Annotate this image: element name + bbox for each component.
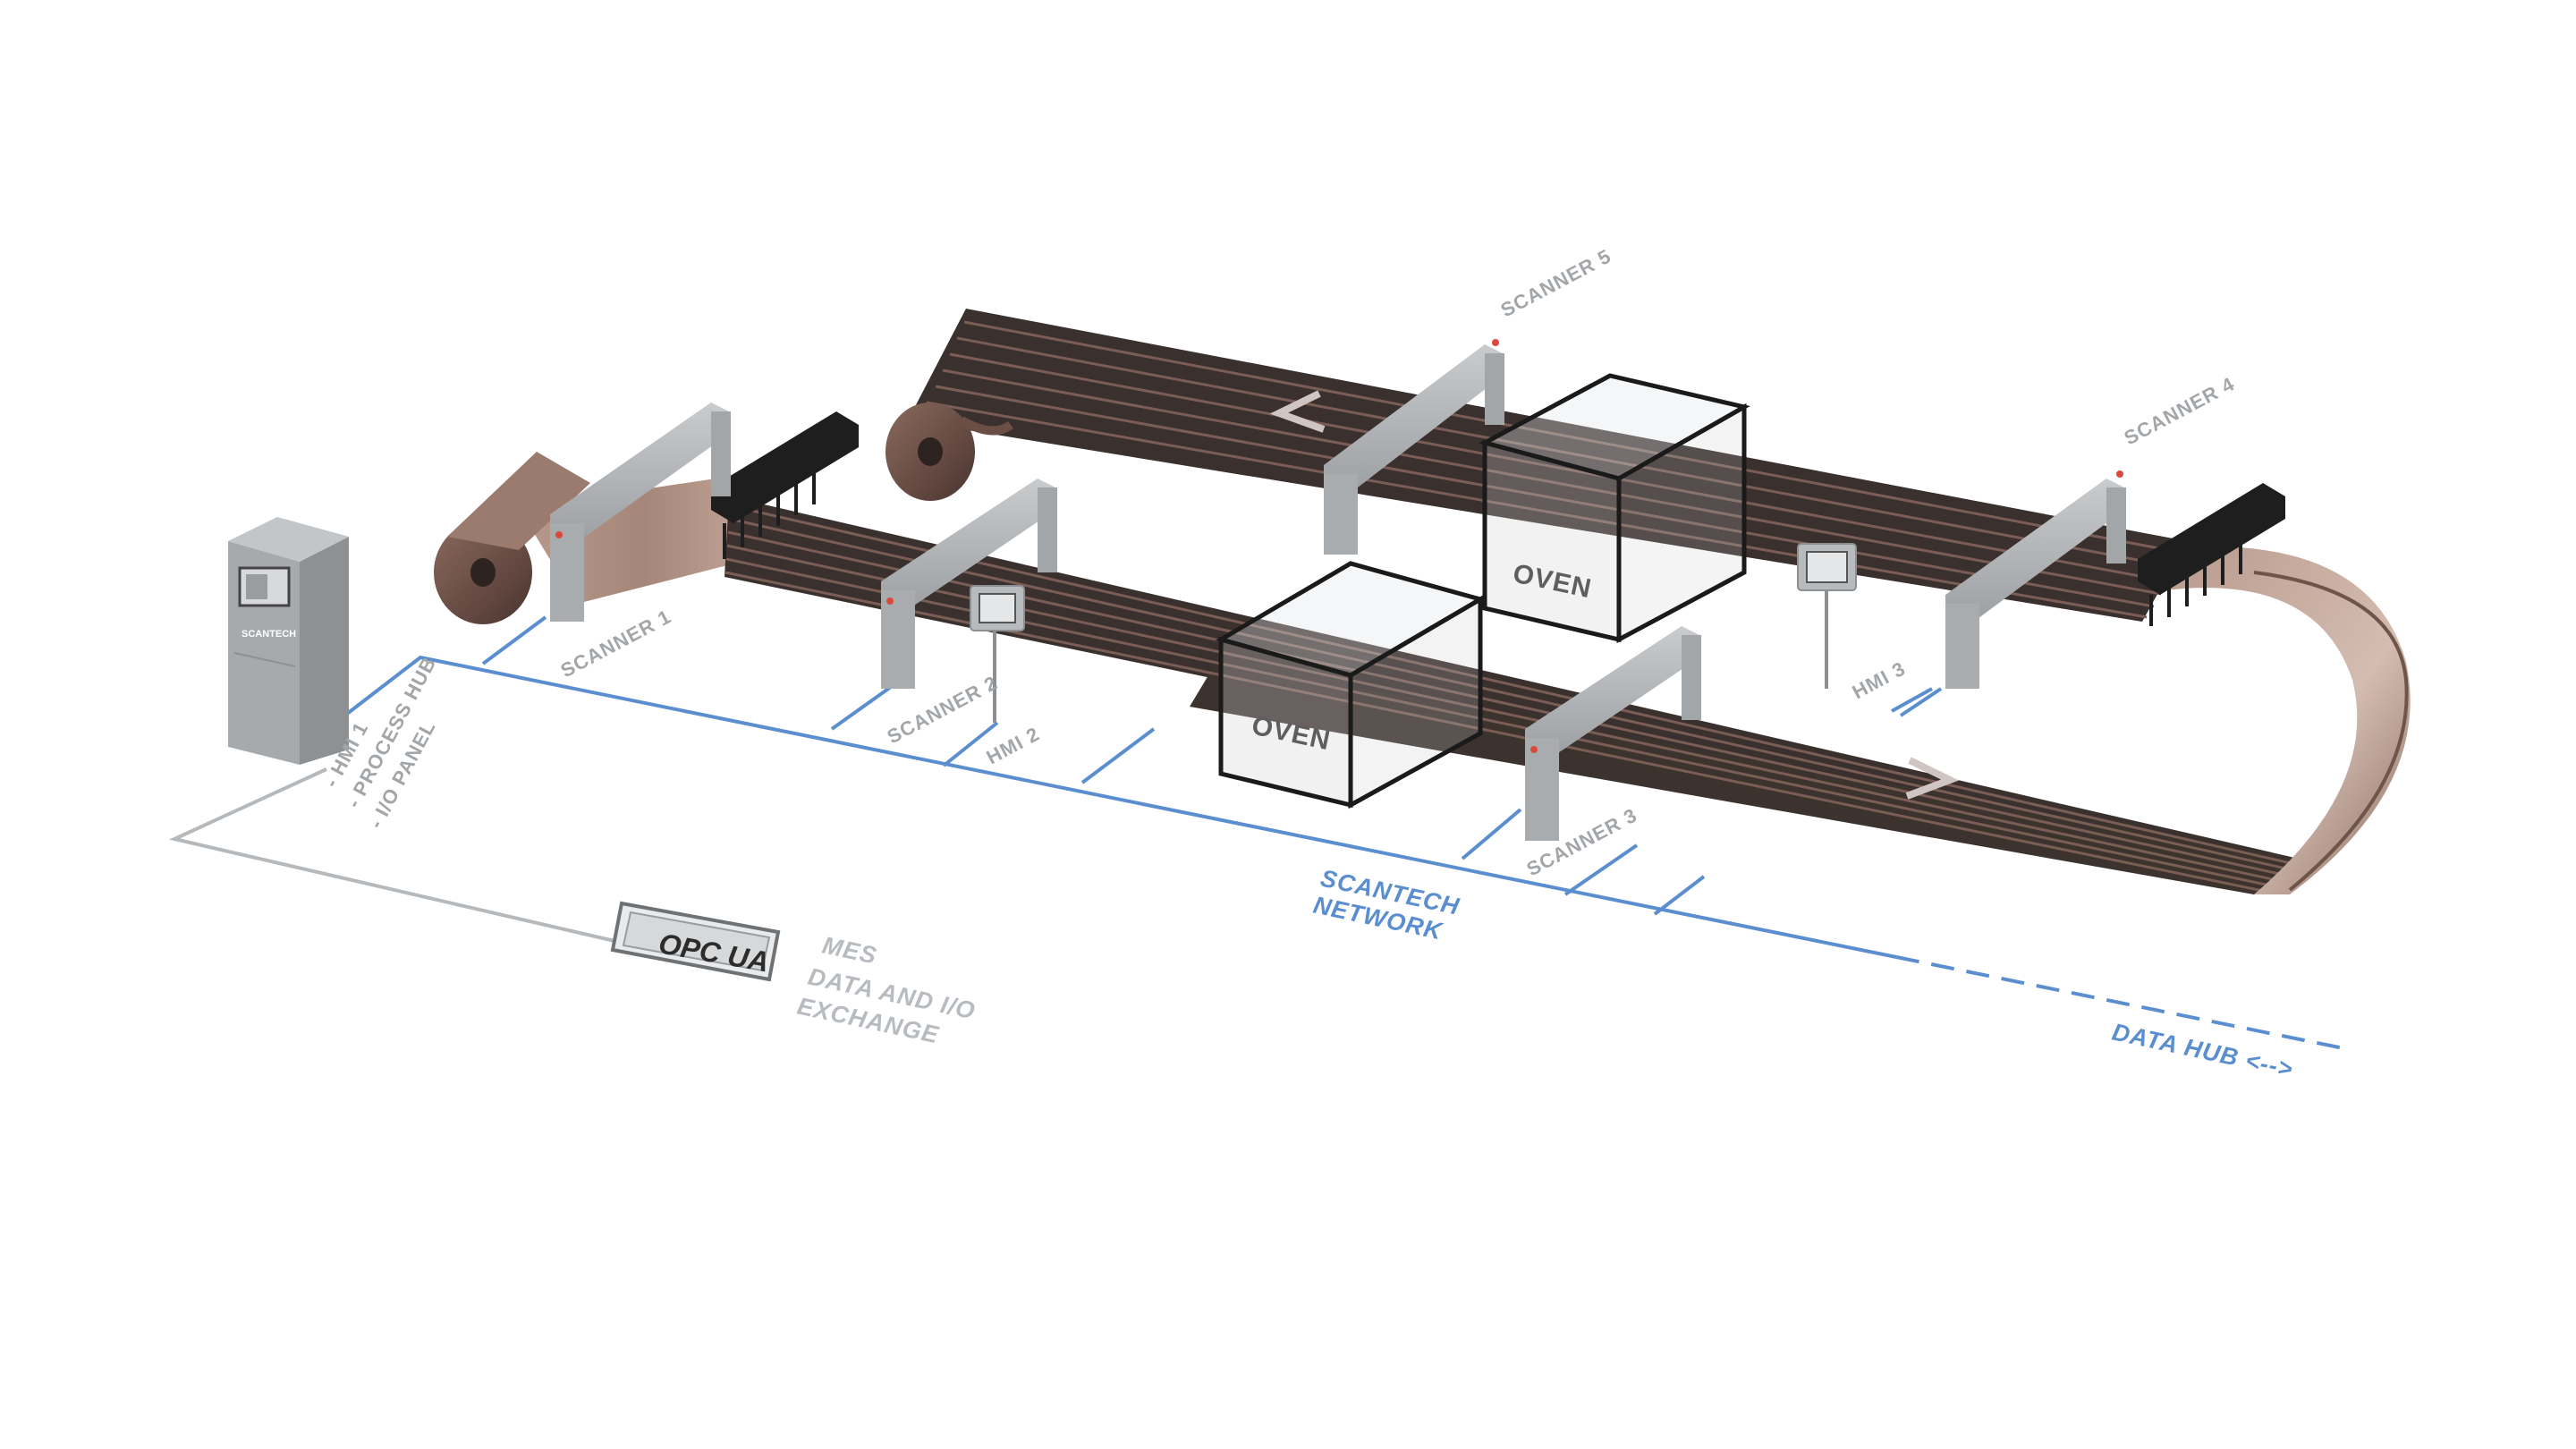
opc-ua-badge: OPC UA xyxy=(610,901,781,982)
hmi-3-label: HMI 3 xyxy=(1849,657,1910,703)
scanner-4-label: SCANNER 4 xyxy=(2121,372,2239,449)
lower-roll xyxy=(434,452,590,624)
mes-label: MES DATA AND I/O EXCHANGE xyxy=(795,932,979,1049)
network-label: SCANTECH NETWORK xyxy=(1311,865,1462,945)
hmi-3 xyxy=(1797,543,1857,689)
upper-roll xyxy=(886,402,1013,501)
mes-line-1: MES xyxy=(820,932,879,970)
chevron-right-icon xyxy=(1905,757,1960,800)
lower-web xyxy=(519,476,2299,894)
scantech-network-lines xyxy=(345,615,2344,1050)
oven-front: OVEN xyxy=(1215,561,1487,809)
upper-web xyxy=(908,309,2187,622)
process-hub-cabinet: SCANTECH xyxy=(228,517,349,765)
cabinet-brand-label: SCANTECH xyxy=(242,629,296,640)
scanner-2 xyxy=(881,479,1057,689)
oven-back: OVEN xyxy=(1479,373,1750,644)
opc-link-line xyxy=(168,767,627,945)
chevron-left-icon xyxy=(1269,390,1326,433)
scanner-5 xyxy=(1324,339,1504,555)
data-hub-label: DATA HUB <--> xyxy=(2110,1019,2296,1083)
scanner-4 xyxy=(1945,470,2126,689)
hmi-2 xyxy=(970,585,1025,723)
dispenser-left xyxy=(711,411,859,559)
scanner-1 xyxy=(550,402,731,622)
scanner-5-label: SCANNER 5 xyxy=(1497,244,1615,321)
scanner-3 xyxy=(1525,626,1701,841)
web-loop xyxy=(2165,547,2411,894)
dispenser-right xyxy=(2138,483,2285,626)
